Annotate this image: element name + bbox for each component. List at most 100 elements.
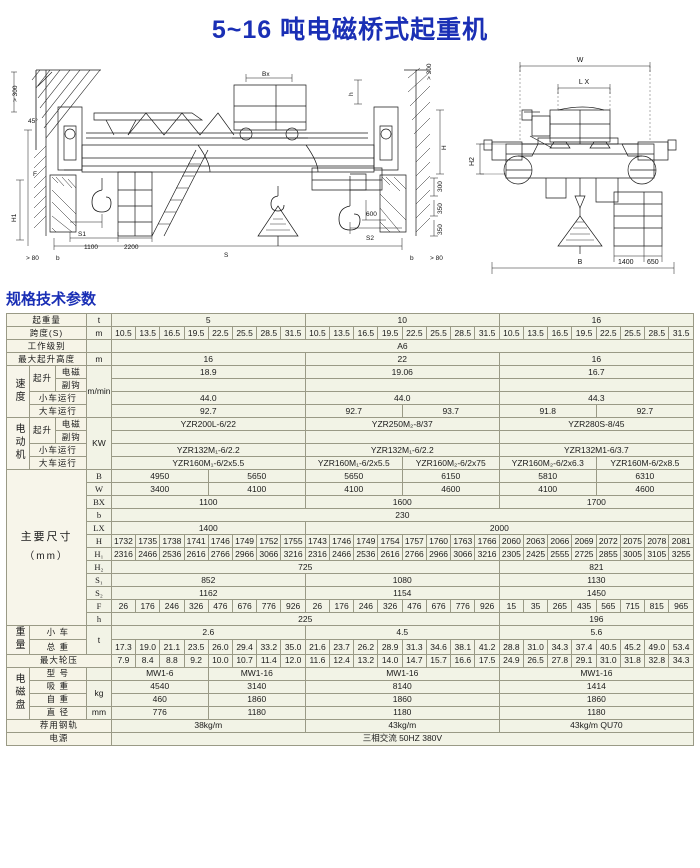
speed-hoist-mag-5: 18.9: [110, 365, 306, 379]
dim-F-cell: 476: [401, 599, 427, 613]
page-title: 5~16 吨电磁桥式起重机: [211, 16, 489, 44]
dim-b-right: b: [410, 255, 414, 262]
dim-H1-cell: 2855: [595, 547, 621, 561]
table-row-rail: 荐用钢轨 38kg/m 43kg/m 43kg/m QU70: [6, 718, 695, 733]
wheel-cell: 7.9: [110, 653, 137, 668]
wheel-cell: 17.5: [474, 653, 500, 668]
span-cell: 25.5: [619, 326, 646, 340]
dim-H-cell: 1743: [304, 534, 331, 548]
motor-bridge-5: YZR160M₁-6/2x5.5: [110, 456, 306, 470]
wheel-cell: 31.0: [595, 653, 621, 668]
dim-F-cell: 176: [329, 599, 355, 613]
dim-lx: L X: [579, 79, 590, 86]
wheel-cell: 31.8: [619, 653, 646, 668]
label-magnet: 电磁盘: [6, 666, 30, 720]
dim-W-10b: 4600: [401, 482, 500, 496]
dim-b: B: [578, 259, 583, 266]
dim-min80-left: > 80: [26, 255, 39, 262]
label-motor-hoist: 起升: [28, 417, 57, 444]
dim-H-cell: 1752: [256, 534, 282, 548]
dim-gap-top-left: > 300: [12, 85, 19, 102]
speed-hoist-mag-10: 19.06: [304, 365, 500, 379]
dim-F-cell: 776: [256, 599, 282, 613]
dim-S2-10: 1154: [304, 586, 500, 600]
magnet-model-d: MW1-16: [498, 666, 695, 681]
label-speed: 速度: [6, 365, 30, 418]
span-cell: 10.5: [304, 326, 331, 340]
magnet-dia-c: 1180: [304, 705, 500, 720]
table-row-magnet-model: 电磁盘 型 号 MW1-6 MW1-16 MW1-16 MW1-16: [6, 666, 695, 720]
weight-total-cell: 28.9: [377, 639, 403, 655]
wheel-cell: 8.8: [159, 653, 185, 668]
motor-hoist-mag-10: YZR250M₂-8/37: [304, 417, 500, 431]
dim-F-cell: 815: [644, 599, 670, 613]
span-cell: 28.5: [256, 326, 282, 340]
span-cell: 19.5: [377, 326, 403, 340]
unit-magnet-kg: kg: [86, 679, 112, 707]
dim-F-cell: 26: [110, 599, 137, 613]
label-motor-trolley: 小车运行: [28, 443, 88, 457]
motor-hoist-aux-5: [110, 430, 306, 444]
dim-S2-16: 1450: [498, 586, 695, 600]
dim-H-cell: 1757: [401, 534, 427, 548]
dim-H-cell: 2063: [522, 534, 549, 548]
table-row-dim-S1: S₁ 852 1080 1130: [7, 573, 695, 587]
wheel-cell: 10.7: [231, 653, 258, 668]
span-cell: 25.5: [231, 326, 258, 340]
dim-h1: H1: [11, 213, 18, 222]
wheel-cell: 11.4: [256, 653, 282, 668]
wheel-cell: 10.0: [207, 653, 233, 668]
speed-hoist-mag-16: 16.7: [498, 365, 695, 379]
span-cell: 28.5: [644, 326, 670, 340]
dim-H-cell: 2081: [668, 534, 694, 548]
unit-span: m: [86, 326, 112, 340]
wheel-cell: 12.0: [280, 653, 306, 668]
magnet-lift-b: 3140: [207, 679, 306, 694]
speed-hoist-aux-16: [498, 378, 695, 392]
motor-bridge-10a: YZR160M₁-6/2x5.5: [304, 456, 403, 470]
dim-W-5a: 3400: [110, 482, 209, 496]
dim-F-cell: 265: [547, 599, 573, 613]
dim-LX-rest: 2000: [304, 521, 695, 535]
maxheight-5: 16: [110, 352, 306, 366]
weight-total-cell: 53.4: [668, 639, 694, 655]
dim-F-cell: 246: [353, 599, 379, 613]
label-maxheight: 最大起升高度: [5, 352, 88, 366]
dim-H1-cell: 2425: [522, 547, 549, 561]
dim-LX-5: 1400: [110, 521, 306, 535]
dim-2200: 2200: [124, 244, 139, 251]
dim-H1-cell: 2316: [110, 547, 137, 561]
speed-bridge-5: 92.7: [110, 404, 306, 418]
dim-H1-cell: 2466: [329, 547, 355, 561]
dim-name-S1: S₁: [86, 573, 112, 587]
dim-F-cell: 926: [280, 599, 306, 613]
wheel-cell: 29.1: [571, 653, 597, 668]
elevation-drawing: > 300 45° F H1 S1 1100 2200 > 80 b S S2 …: [6, 50, 458, 282]
table-row-dim-H: H 1732 1735 1738 1741 1746 1749 1752 175…: [7, 534, 694, 548]
wheel-cell: 16.6: [450, 653, 476, 668]
speed-hoist-aux-10: [304, 378, 500, 392]
label-speed-trolley: 小车运行: [28, 391, 88, 405]
weight-total-cell: 21.6: [304, 639, 331, 655]
label-magnet-selfweight: 自 重: [28, 692, 88, 707]
table-row-dim-LX: LX 1400 2000: [7, 521, 695, 535]
table-row-magnet-diameter: 直 径 mm 776 1180 1180 1180: [7, 705, 695, 720]
dim-H1-cell: 2966: [231, 547, 258, 561]
span-cell: 31.5: [280, 326, 306, 340]
dim-h-rest: 196: [498, 612, 695, 626]
label-dims-text: 主要尺寸: [20, 531, 73, 544]
wheel-cell: 26.5: [522, 653, 549, 668]
dim-name-b: b: [86, 508, 112, 522]
dim-650: 650: [647, 259, 659, 266]
weight-total-cell: 28.8: [498, 639, 524, 655]
table-row-dim-BX: BX 1100 1600 1700: [7, 495, 695, 509]
weight-total-cell: 33.2: [256, 639, 282, 655]
dim-H2-rest: 821: [498, 560, 695, 574]
dim-name-H1: H₁: [86, 547, 112, 561]
dim-min80-right: > 80: [430, 255, 443, 262]
label-speed-bridge: 大车运行: [28, 404, 88, 418]
magnet-selfw-d: 1860: [498, 692, 695, 707]
dim-s2: S2: [366, 235, 374, 242]
dim-name-H2: H₂: [86, 560, 112, 574]
dim-w: W: [577, 57, 584, 64]
